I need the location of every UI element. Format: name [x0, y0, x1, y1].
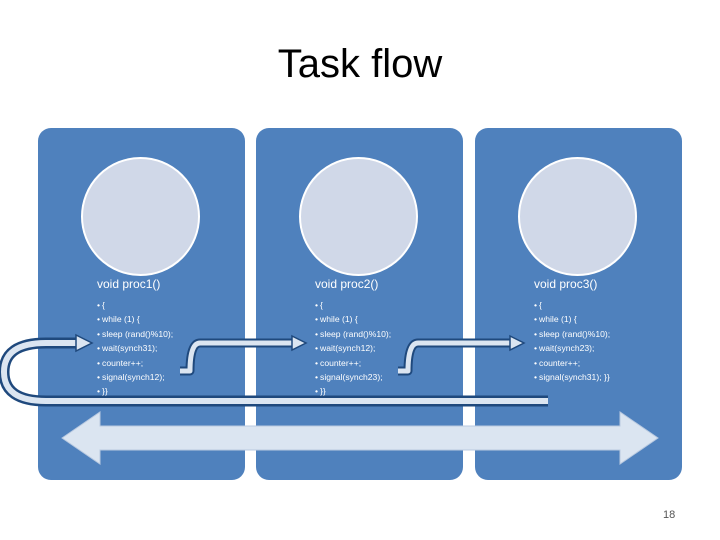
- bullet-icon: •: [97, 372, 101, 383]
- bullet-icon: •: [315, 328, 319, 339]
- code-text: counter++;: [539, 357, 581, 368]
- code-line: •}}: [315, 384, 391, 398]
- code-line: •sleep (rand()%10);: [97, 327, 173, 341]
- loop-back-arrow: [0, 333, 548, 407]
- panel-title-3: void proc3(): [534, 277, 598, 291]
- bullet-icon: •: [534, 372, 538, 383]
- code-text: wait(synch12);: [320, 343, 376, 354]
- code-line: •wait(synch12);: [315, 341, 391, 355]
- code-text: counter++;: [320, 357, 362, 368]
- bullet-icon: •: [315, 300, 319, 310]
- bullet-icon: •: [315, 314, 319, 325]
- code-text: sleep (rand()%10);: [539, 328, 611, 339]
- bullet-icon: •: [534, 357, 538, 368]
- code-lines-3: •{ •while (1) { •sleep (rand()%10); •wai…: [534, 298, 610, 384]
- bullet-icon: •: [97, 300, 101, 310]
- bullet-icon: •: [97, 314, 101, 325]
- process-circle-3: [518, 157, 637, 276]
- slide-title: Task flow: [277, 42, 443, 86]
- code-line: •}}: [97, 384, 173, 398]
- bullet-icon: •: [97, 386, 101, 397]
- signal-arrow-2-to-3: [398, 334, 526, 376]
- code-text: }}: [102, 386, 108, 397]
- code-line: •sleep (rand()%10);: [315, 327, 391, 341]
- code-line: •sleep (rand()%10);: [534, 327, 610, 341]
- bullet-icon: •: [315, 357, 319, 368]
- code-text: signal(synch31); }}: [539, 372, 610, 383]
- code-line: •counter++;: [97, 356, 173, 370]
- code-text: counter++;: [102, 357, 144, 368]
- bullet-icon: •: [315, 386, 319, 397]
- signal-arrow-1-to-2: [180, 334, 308, 376]
- panel-title-2: void proc2(): [315, 277, 379, 291]
- code-text: while (1) {: [102, 314, 140, 325]
- bullet-icon: •: [534, 343, 538, 354]
- bullet-icon: •: [534, 328, 538, 339]
- code-text: {: [320, 300, 323, 310]
- code-text: signal(synch12);: [102, 372, 165, 383]
- bullet-icon: •: [97, 343, 101, 354]
- process-panel-3: void proc3() •{ •while (1) { •sleep (ran…: [475, 128, 682, 480]
- bullet-icon: •: [534, 314, 538, 325]
- code-line: •signal(synch23);: [315, 370, 391, 384]
- code-line: •wait(synch31);: [97, 341, 173, 355]
- process-circle-1: [81, 157, 200, 276]
- code-line: •{: [97, 298, 173, 312]
- page-number: 18: [663, 509, 676, 521]
- code-line: •signal(synch31); }}: [534, 370, 610, 384]
- bullet-icon: •: [315, 372, 319, 383]
- code-text: while (1) {: [539, 314, 577, 325]
- code-line: •signal(synch12);: [97, 370, 173, 384]
- code-text: while (1) {: [320, 314, 358, 325]
- code-text: }}: [320, 386, 326, 397]
- arrow-head-icon: [291, 334, 308, 352]
- code-line: •counter++;: [315, 356, 391, 370]
- code-line: •while (1) {: [534, 312, 610, 326]
- process-panel-1: void proc1() •{ •while (1) { •sleep (ran…: [38, 128, 245, 480]
- code-line: •{: [315, 298, 391, 312]
- code-line: •while (1) {: [97, 312, 173, 326]
- bullet-icon: •: [97, 357, 101, 368]
- arrow-head-icon: [75, 333, 94, 353]
- code-text: signal(synch23);: [320, 372, 383, 383]
- bullet-icon: •: [97, 328, 101, 339]
- code-text: sleep (rand()%10);: [102, 328, 174, 339]
- code-text: wait(synch23);: [539, 343, 595, 354]
- double-arrow-icon: [61, 411, 659, 465]
- process-circle-2: [299, 157, 418, 276]
- code-line: •counter++;: [534, 356, 610, 370]
- code-text: sleep (rand()%10);: [320, 328, 392, 339]
- arrow-head-icon: [509, 334, 526, 352]
- code-lines-1: •{ •while (1) { •sleep (rand()%10); •wai…: [97, 298, 173, 399]
- panel-title-1: void proc1(): [97, 277, 161, 291]
- bullet-icon: •: [315, 343, 319, 354]
- code-line: •while (1) {: [315, 312, 391, 326]
- code-text: {: [539, 300, 542, 310]
- code-text: {: [102, 300, 105, 310]
- code-text: wait(synch31);: [102, 343, 158, 354]
- code-lines-2: •{ •while (1) { •sleep (rand()%10); •wai…: [315, 298, 391, 399]
- code-line: •{: [534, 298, 610, 312]
- bullet-icon: •: [534, 300, 538, 310]
- code-line: •wait(synch23);: [534, 341, 610, 355]
- process-panel-2: void proc2() •{ •while (1) { •sleep (ran…: [256, 128, 463, 480]
